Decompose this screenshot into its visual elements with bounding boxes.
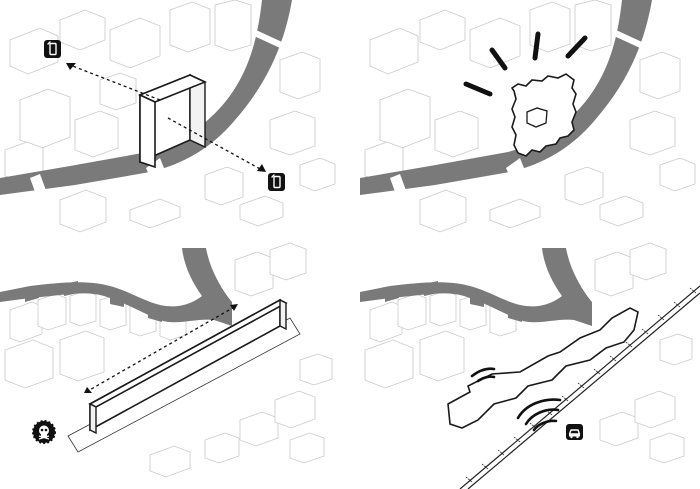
bridge <box>614 30 642 48</box>
river-segment <box>110 292 124 307</box>
panel-bottom-left <box>0 242 333 478</box>
railway <box>459 285 700 489</box>
river <box>360 248 592 326</box>
arrowhead <box>84 387 92 393</box>
emphasis-ray <box>463 81 493 97</box>
arrowhead <box>257 164 266 172</box>
noise-wave <box>516 398 562 420</box>
river-segment <box>424 281 438 296</box>
bridge <box>30 174 48 200</box>
wall-mass <box>88 298 288 435</box>
bridge <box>390 174 408 200</box>
signal-path <box>69 64 161 101</box>
panel-top-left <box>0 0 336 233</box>
noise-wave <box>532 419 558 432</box>
emphasis-ray <box>489 47 508 71</box>
arrowhead <box>66 63 76 70</box>
river-segment <box>64 281 78 296</box>
bridge <box>254 30 282 48</box>
arrowhead <box>230 304 238 311</box>
phone-icon <box>268 173 285 191</box>
river-segment <box>508 306 522 322</box>
river-segment <box>385 286 399 302</box>
context-buildings <box>4 242 333 478</box>
river-segment <box>470 292 484 307</box>
noise-wave <box>470 367 496 378</box>
emphasis-ray <box>532 31 541 61</box>
stepped-wall-mass <box>447 307 639 429</box>
panel-top-right <box>360 0 696 233</box>
emphasis-ray <box>565 35 588 59</box>
context-buildings <box>4 0 336 233</box>
noise-wave <box>476 375 496 383</box>
context-buildings <box>364 242 693 464</box>
fragmented-mass <box>510 73 577 157</box>
river-segment <box>25 286 39 302</box>
panel-bottom-right <box>360 242 700 489</box>
skull-icon <box>32 420 56 444</box>
river <box>360 0 652 195</box>
river <box>0 248 232 326</box>
phone-icon <box>44 40 61 58</box>
bridge <box>506 158 528 186</box>
car-icon <box>566 424 583 440</box>
length-dimension <box>85 305 237 393</box>
river-segment <box>148 306 162 322</box>
noise-wave <box>524 408 560 426</box>
